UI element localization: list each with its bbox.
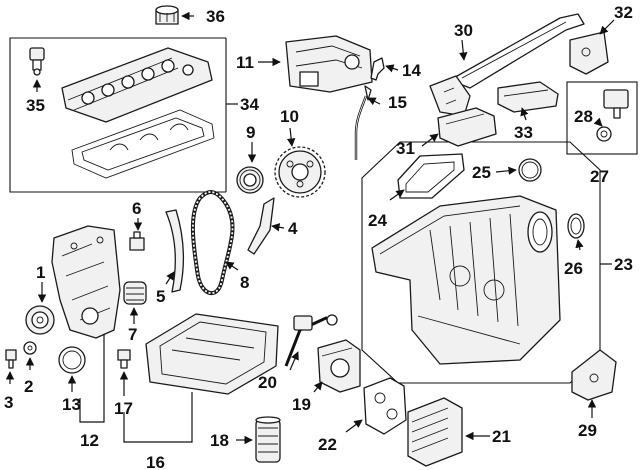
valve-cover-part [61,47,213,123]
leader-lines [5,11,615,445]
bracket-32-part [569,31,609,75]
group-box-sensor [566,81,638,155]
callout-22: 22 [318,435,337,454]
o-ring-25-part [518,158,542,182]
chain-guide-right-part [247,197,275,255]
sensor-part [596,89,629,142]
callout-11: 11 [236,53,254,72]
oil-pan-part [145,313,279,395]
intake-manifold-part [371,195,561,365]
callout-28: 28 [574,107,593,126]
callout-5: 5 [156,287,165,306]
callout-35: 35 [26,96,45,115]
callout-36: 36 [206,7,225,26]
pcv-valve-part [29,47,45,76]
callout-9: 9 [246,123,255,142]
callout-2: 2 [24,377,33,396]
callout-26: 26 [564,259,583,278]
crank-pulley-part [25,305,55,335]
oil-pipe-part [284,314,338,367]
callout-15: 15 [388,93,407,112]
callout-10: 10 [280,107,299,126]
bracket-14-part [370,57,385,81]
oil-cooler-part [407,397,463,467]
chain-tensioner-part [129,231,145,251]
callout-25: 25 [472,163,491,182]
callout-4: 4 [288,219,298,238]
oil-filler-cap-part [155,5,179,25]
callout-21: 21 [492,427,511,446]
valve-cover-gasket-part [71,109,215,179]
crank-washer-part [23,341,37,355]
callout-31: 31 [396,139,415,158]
oil-filter-part [255,416,281,463]
callout-34: 34 [240,95,259,114]
drain-plug-part [117,349,131,369]
callout-13: 13 [62,395,81,414]
oil-filter-housing-part [317,339,361,393]
harness-bracket-part [429,13,585,117]
callout-labels: 36 35 34 11 14 15 9 10 4 8 5 6 7 1 2 3 1… [4,3,633,470]
group-box-valve-cover [9,37,226,193]
timing-cover-part [51,225,121,339]
callout-18: 18 [210,431,229,450]
callout-7: 7 [128,325,137,344]
front-seal-part [58,346,86,374]
callout-16: 16 [146,453,165,470]
cooler-gasket-part [363,377,407,435]
callout-33: 33 [514,123,533,142]
callout-29: 29 [578,421,597,440]
bracket-29-part [571,349,617,401]
callout-14: 14 [402,61,421,80]
callout-17: 17 [114,399,133,418]
callout-8: 8 [240,273,249,292]
timing-chain-part [190,190,235,295]
callout-32: 32 [614,3,633,22]
group-box-intake-manifold [361,141,601,384]
callout-20: 20 [258,373,277,392]
callout-12: 12 [80,431,99,450]
dipstick-tube-part [354,85,372,160]
callout-27: 27 [590,167,609,186]
callout-23: 23 [614,255,633,274]
callout-1: 1 [36,263,45,282]
crank-sprocket-part [123,281,147,305]
cam-gear-small-part [236,166,264,194]
intake-gasket-part [397,153,465,199]
heat-shield-part [437,107,497,147]
balance-shaft-part [285,35,373,93]
bracket-33-part [497,81,559,113]
callout-19: 19 [292,395,311,414]
o-ring-26-part [567,213,585,239]
callout-30: 30 [454,21,473,40]
chain-guide-left-part [165,209,185,293]
crank-bolt-part [5,349,17,369]
callout-24: 24 [368,211,387,230]
callout-6: 6 [132,199,141,218]
cam-sprocket-part [274,146,326,198]
callout-3: 3 [4,393,13,412]
